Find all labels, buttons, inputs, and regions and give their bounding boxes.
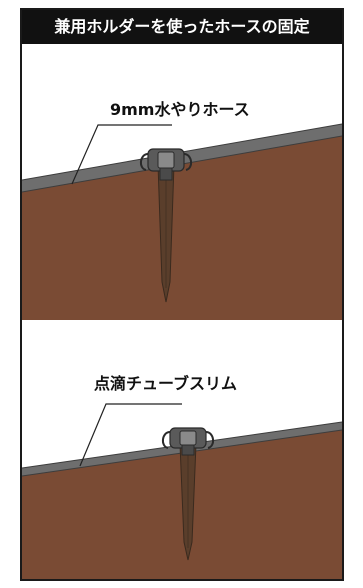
soil <box>22 136 342 320</box>
panel-drip-tube-illustration <box>22 403 342 579</box>
holder-clip <box>162 427 214 456</box>
leader-line <box>71 124 172 185</box>
diagram-frame: 兼用ホルダーを使ったホースの固定 9mm水やりホース <box>20 8 344 581</box>
panel-hose: 9mm水やりホース <box>22 44 342 320</box>
panel-hose-label: 9mm水やりホース <box>110 100 250 119</box>
panel-hose-illustration <box>22 123 342 320</box>
diagram-title: 兼用ホルダーを使ったホースの固定 <box>22 10 342 44</box>
holder-clip <box>140 148 192 181</box>
panel-drip-tube-label: 点滴チューブスリム <box>94 374 238 393</box>
panel-drip-tube: 点滴チューブスリム <box>22 320 342 579</box>
leader-line <box>79 403 182 467</box>
